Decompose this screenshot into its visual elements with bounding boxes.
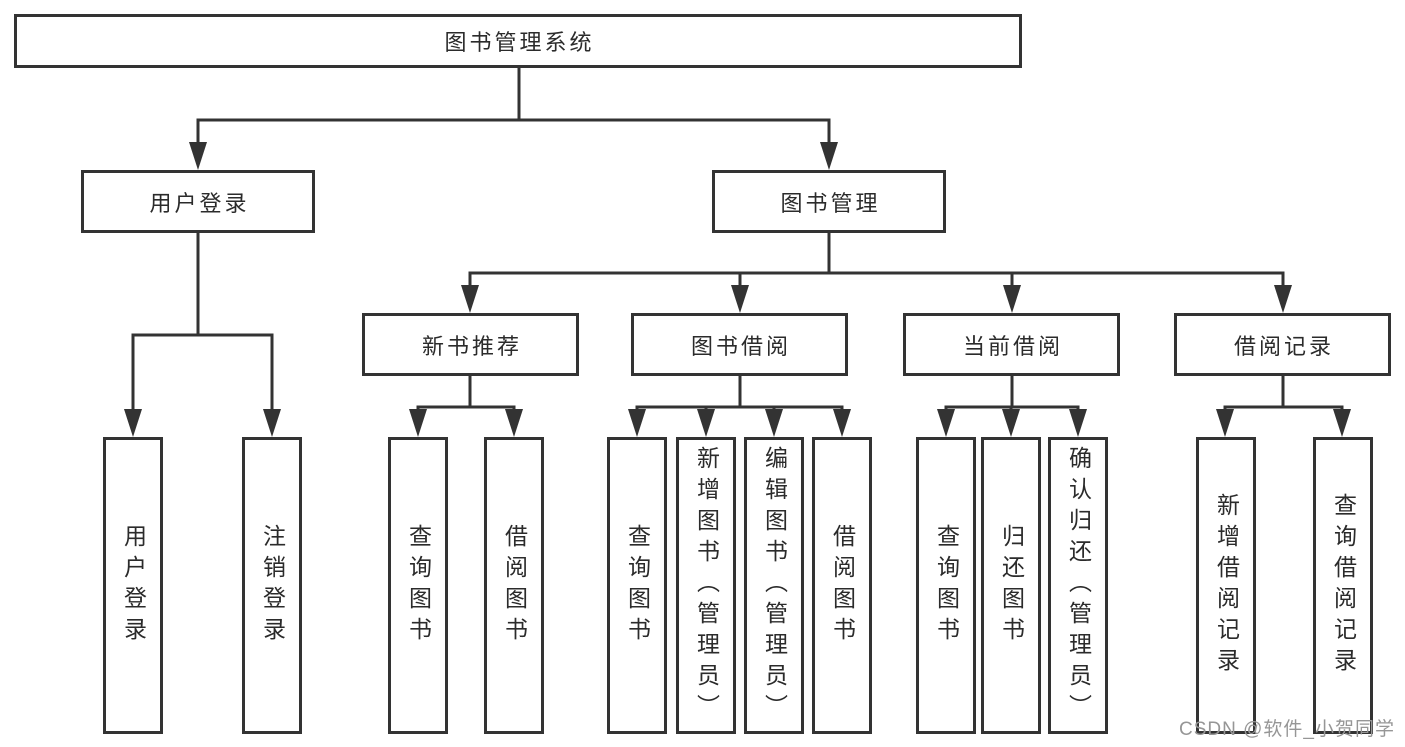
leaf-label: 查询借阅记录	[1330, 492, 1357, 679]
csdn-watermark: CSDN @软件_小贺同学	[1179, 719, 1395, 740]
leaf-query-books-recommend: 查询图书	[388, 437, 448, 734]
leaf-label: 借阅图书	[829, 523, 856, 648]
leaf-label: 编辑图书（管理员）	[761, 446, 788, 725]
node-borrow-records: 借阅记录	[1174, 313, 1391, 376]
leaf-logout: 注销登录	[242, 437, 302, 734]
leaf-label: 确认归还（管理员）	[1065, 446, 1092, 725]
node-label: 图书借阅	[690, 333, 791, 359]
leaf-label: 新增借阅记录	[1213, 492, 1240, 679]
leaf-return-book: 归还图书	[981, 437, 1041, 734]
leaf-user-login: 用户登录	[103, 437, 163, 734]
leaf-add-book-admin: 新增图书（管理员）	[676, 437, 736, 734]
leaf-query-borrow-record: 查询借阅记录	[1313, 437, 1373, 734]
node-label: 图书管理	[780, 190, 881, 216]
node-root-library-system: 图书管理系统	[14, 14, 1022, 68]
node-label: 图书管理系统	[444, 30, 595, 55]
leaf-label: 查询图书	[624, 523, 651, 648]
leaf-label: 注销登录	[259, 523, 286, 648]
node-label: 借阅记录	[1233, 333, 1334, 359]
leaf-add-borrow-record: 新增借阅记录	[1196, 437, 1256, 734]
leaf-label: 查询图书	[933, 523, 960, 648]
node-book-management: 图书管理	[712, 170, 946, 233]
leaf-borrow-books-2: 借阅图书	[812, 437, 872, 734]
node-label: 当前借阅	[962, 333, 1063, 359]
leaf-label: 查询图书	[405, 523, 432, 648]
node-label: 用户登录	[149, 190, 250, 216]
leaf-borrow-books-recommend: 借阅图书	[484, 437, 544, 734]
leaf-label: 借阅图书	[501, 523, 528, 648]
leaf-query-books-current: 查询图书	[916, 437, 976, 734]
leaf-query-books-borrow: 查询图书	[607, 437, 667, 734]
leaf-label: 新增图书（管理员）	[693, 446, 720, 725]
node-new-book-recommend: 新书推荐	[362, 313, 579, 376]
node-current-borrow: 当前借阅	[903, 313, 1120, 376]
node-user-login: 用户登录	[81, 170, 315, 233]
leaf-label: 归还图书	[998, 523, 1025, 648]
node-label: 新书推荐	[421, 333, 522, 359]
node-book-borrow: 图书借阅	[631, 313, 848, 376]
leaf-confirm-return-admin: 确认归还（管理员）	[1048, 437, 1108, 734]
arrowheads	[124, 142, 1351, 437]
leaf-edit-book-admin: 编辑图书（管理员）	[744, 437, 804, 734]
leaf-label: 用户登录	[120, 523, 147, 648]
